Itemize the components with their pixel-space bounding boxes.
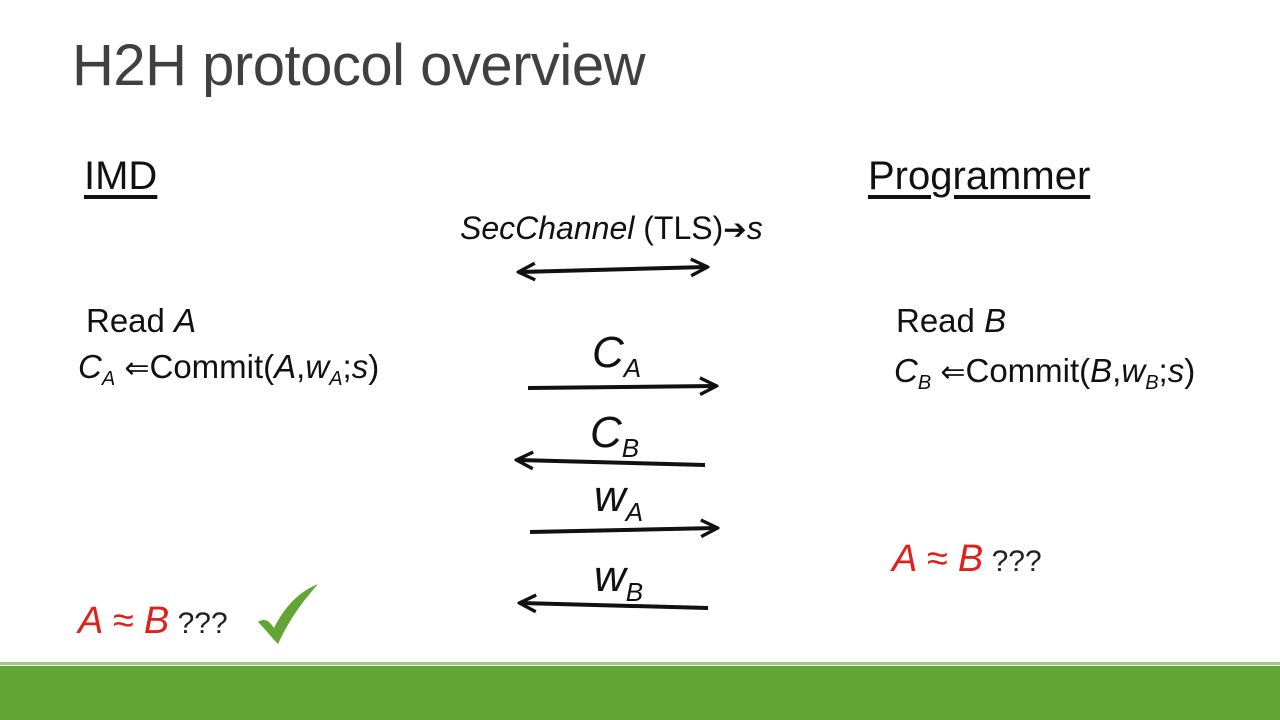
read-b-step: Read B	[896, 302, 1006, 340]
imd-check-text: A ≈ B ???	[78, 600, 228, 643]
footer-divider	[0, 662, 1280, 665]
commit-arg: A	[274, 348, 297, 385]
msg-sub: B	[621, 433, 640, 463]
commit-comma: ,	[296, 348, 306, 385]
commit-s: s	[351, 348, 369, 385]
msg-sub: B	[625, 577, 644, 607]
msg-base: w	[594, 552, 626, 601]
arrow-right-icon: ➔	[723, 214, 747, 245]
commit-comma: ,	[1112, 352, 1122, 389]
commit-w: w	[305, 348, 330, 385]
read-var: B	[984, 302, 1007, 339]
secchannel-detail: (TLS)	[634, 210, 724, 246]
read-var: A	[174, 302, 197, 339]
commit-fn: Commit(	[149, 348, 275, 385]
msg-sub: A	[625, 497, 644, 527]
commit-close: )	[1184, 352, 1196, 389]
commit-s: s	[1167, 352, 1185, 389]
commit-sep: ;	[1158, 352, 1168, 389]
check-expr: A ≈ B	[892, 538, 984, 580]
msg-base: w	[594, 472, 626, 521]
footer-bar	[0, 666, 1280, 720]
imd-label: IMD	[84, 154, 158, 198]
slide-title: H2H protocol overview	[72, 33, 645, 98]
check-rest: ???	[169, 607, 228, 640]
arrow-left-icon: ⇐	[124, 352, 150, 385]
read-prefix: Read	[86, 302, 175, 339]
commit-wsub: A	[329, 368, 343, 390]
message-wa-arrow	[529, 528, 716, 532]
secure-channel-arrow	[520, 267, 706, 272]
commit-var: C	[78, 348, 102, 385]
commit-sep: ;	[342, 348, 352, 385]
commit-w: w	[1121, 352, 1146, 389]
msg-base: C	[590, 408, 622, 457]
secchannel-result: s	[746, 210, 763, 246]
msg-sub: A	[623, 353, 642, 383]
message-wa-label: wA	[594, 472, 643, 528]
commit-b-step: CB ⇐Commit(B,wB;s)	[894, 352, 1195, 395]
msg-base: C	[592, 328, 624, 377]
secchannel-name: SecChannel	[460, 210, 635, 246]
message-ca-arrow	[527, 386, 715, 388]
commit-arg: B	[1090, 352, 1113, 389]
check-rest: ???	[983, 545, 1042, 578]
message-cb-label: CB	[590, 408, 639, 464]
message-cb-arrow	[518, 460, 706, 465]
check-mark-icon	[258, 584, 318, 644]
message-wb-label: wB	[594, 552, 643, 608]
message-ca-label: CA	[592, 328, 641, 384]
secure-channel-label: SecChannel (TLS)➔s	[460, 210, 763, 247]
read-prefix: Read	[896, 302, 985, 339]
commit-sub: B	[917, 372, 932, 394]
commit-wsub: B	[1145, 372, 1159, 394]
commit-sub: A	[101, 368, 116, 390]
programmer-label: Programmer	[868, 154, 1091, 198]
read-a-step: Read A	[86, 302, 196, 340]
commit-a-step: CA ⇐Commit(A,wA;s)	[78, 348, 379, 391]
commit-var: C	[894, 352, 918, 389]
commit-close: )	[368, 348, 380, 385]
message-wb-arrow	[521, 603, 709, 608]
arrow-left-icon: ⇐	[940, 356, 966, 389]
programmer-check-text: A ≈ B ???	[892, 538, 1042, 581]
check-expr: A ≈ B	[78, 600, 170, 642]
commit-fn: Commit(	[965, 352, 1091, 389]
